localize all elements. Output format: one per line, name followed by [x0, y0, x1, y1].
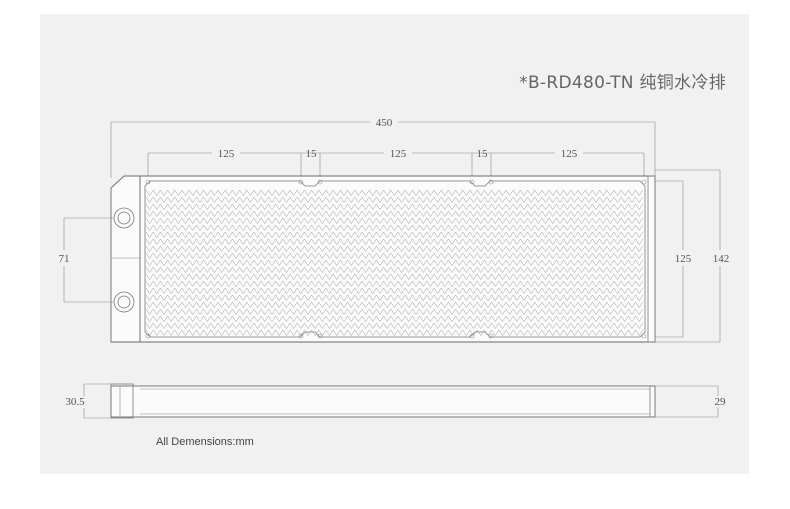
fin-row: [145, 203, 644, 211]
dim-section-a-label: 125: [218, 148, 235, 160]
dim-125-142: 125 142: [655, 169, 730, 343]
fin-row: [145, 266, 644, 274]
dim-125-label: 125: [675, 253, 692, 265]
dim-142-label: 142: [713, 253, 730, 265]
fin-row: [145, 308, 644, 316]
fin-row: [145, 315, 644, 323]
fin-row: [145, 280, 644, 288]
fin-row: [145, 189, 644, 197]
dim-gap-a-label: 15: [306, 148, 318, 160]
end-cap: [647, 175, 656, 343]
mounting-holes: [145, 179, 647, 339]
dim-71: 71: [59, 217, 114, 303]
fin-row: [145, 252, 644, 260]
fin-row: [145, 259, 644, 267]
dim-gap-b-label: 15: [477, 148, 489, 160]
fin-row: [145, 238, 644, 246]
fin-row: [145, 224, 644, 232]
end-tank: [110, 175, 141, 343]
units-note: All Demensions:mm: [156, 436, 254, 448]
dim-450-label: 450: [376, 117, 393, 129]
dim-30-5-label: 30.5: [65, 396, 85, 408]
fin-row: [145, 294, 644, 302]
dim-450: 450: [110, 117, 656, 178]
fin-row: [145, 301, 644, 309]
dim-section-c-label: 125: [561, 148, 578, 160]
dim-29-label: 29: [715, 396, 727, 408]
fin-row: [145, 273, 644, 281]
fin-row: [145, 231, 644, 239]
radiator-side-view: 30.5 29: [65, 383, 727, 419]
dim-section-b-label: 125: [390, 148, 407, 160]
fin-row: [145, 196, 644, 204]
fan-shroud: [144, 180, 646, 338]
side-body: [110, 385, 656, 418]
fin-row: [145, 245, 644, 253]
side-end-cap: [649, 385, 656, 418]
radiator-front-view: [110, 175, 656, 343]
dim-71-label: 71: [59, 253, 70, 265]
dim-hole-spacing: 125 15 125 15 125: [147, 148, 645, 178]
product-title: *B-RD480-TN 纯铜水冷排: [519, 73, 726, 93]
fin-row: [145, 210, 644, 218]
side-end-tank: [110, 383, 134, 419]
fin-row: [145, 217, 644, 225]
fin-row: [145, 287, 644, 295]
fin-row: [145, 329, 644, 337]
fin-row: [145, 322, 644, 330]
fin-pattern: [145, 189, 644, 337]
